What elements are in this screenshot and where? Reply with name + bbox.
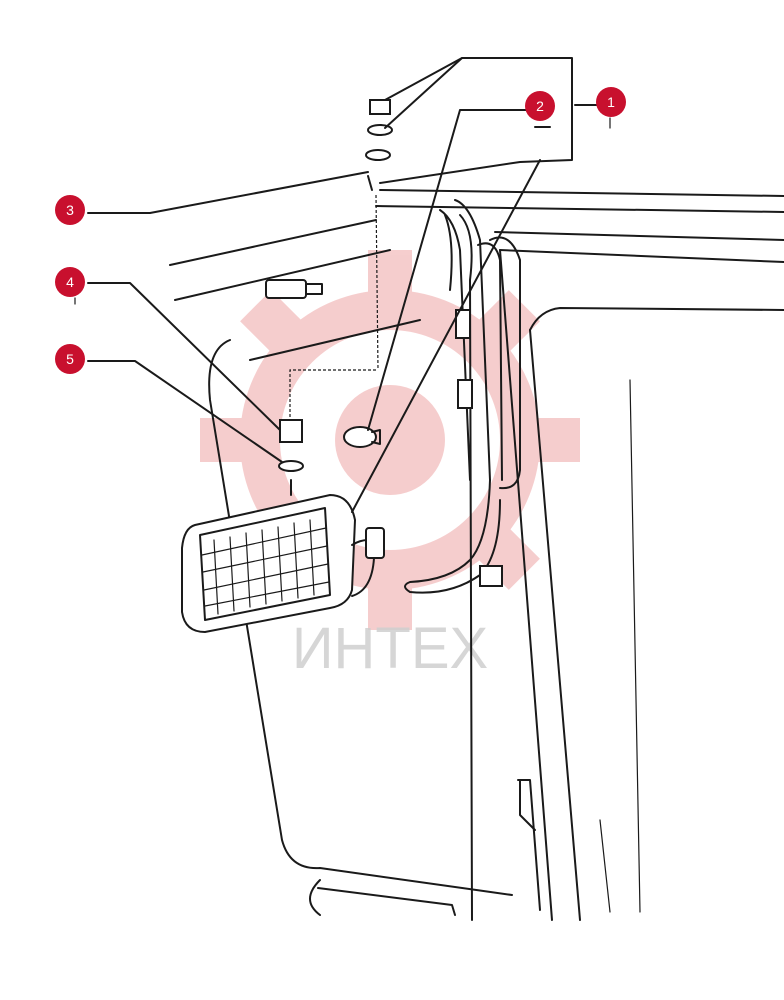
svg-text:4: 4 [66,274,74,290]
svg-text:2: 2 [536,98,544,114]
callout-5: 5 [55,344,85,374]
svg-text:3: 3 [66,202,74,218]
callout-1: 1 [596,87,626,117]
bolt-part [265,279,323,299]
leader-lines [74,57,611,513]
work-lamp [181,493,385,634]
svg-text:5: 5 [66,351,74,367]
callout-4: 4 [55,267,85,297]
callout-3: 3 [55,195,85,225]
mirror-bracket [404,199,521,594]
watermark-text: ИНТЕХ [292,616,488,681]
svg-text:1: 1 [607,94,615,110]
mounting-hardware [265,99,393,496]
callout-2: 2 [525,91,555,121]
bulb-part [343,426,381,448]
